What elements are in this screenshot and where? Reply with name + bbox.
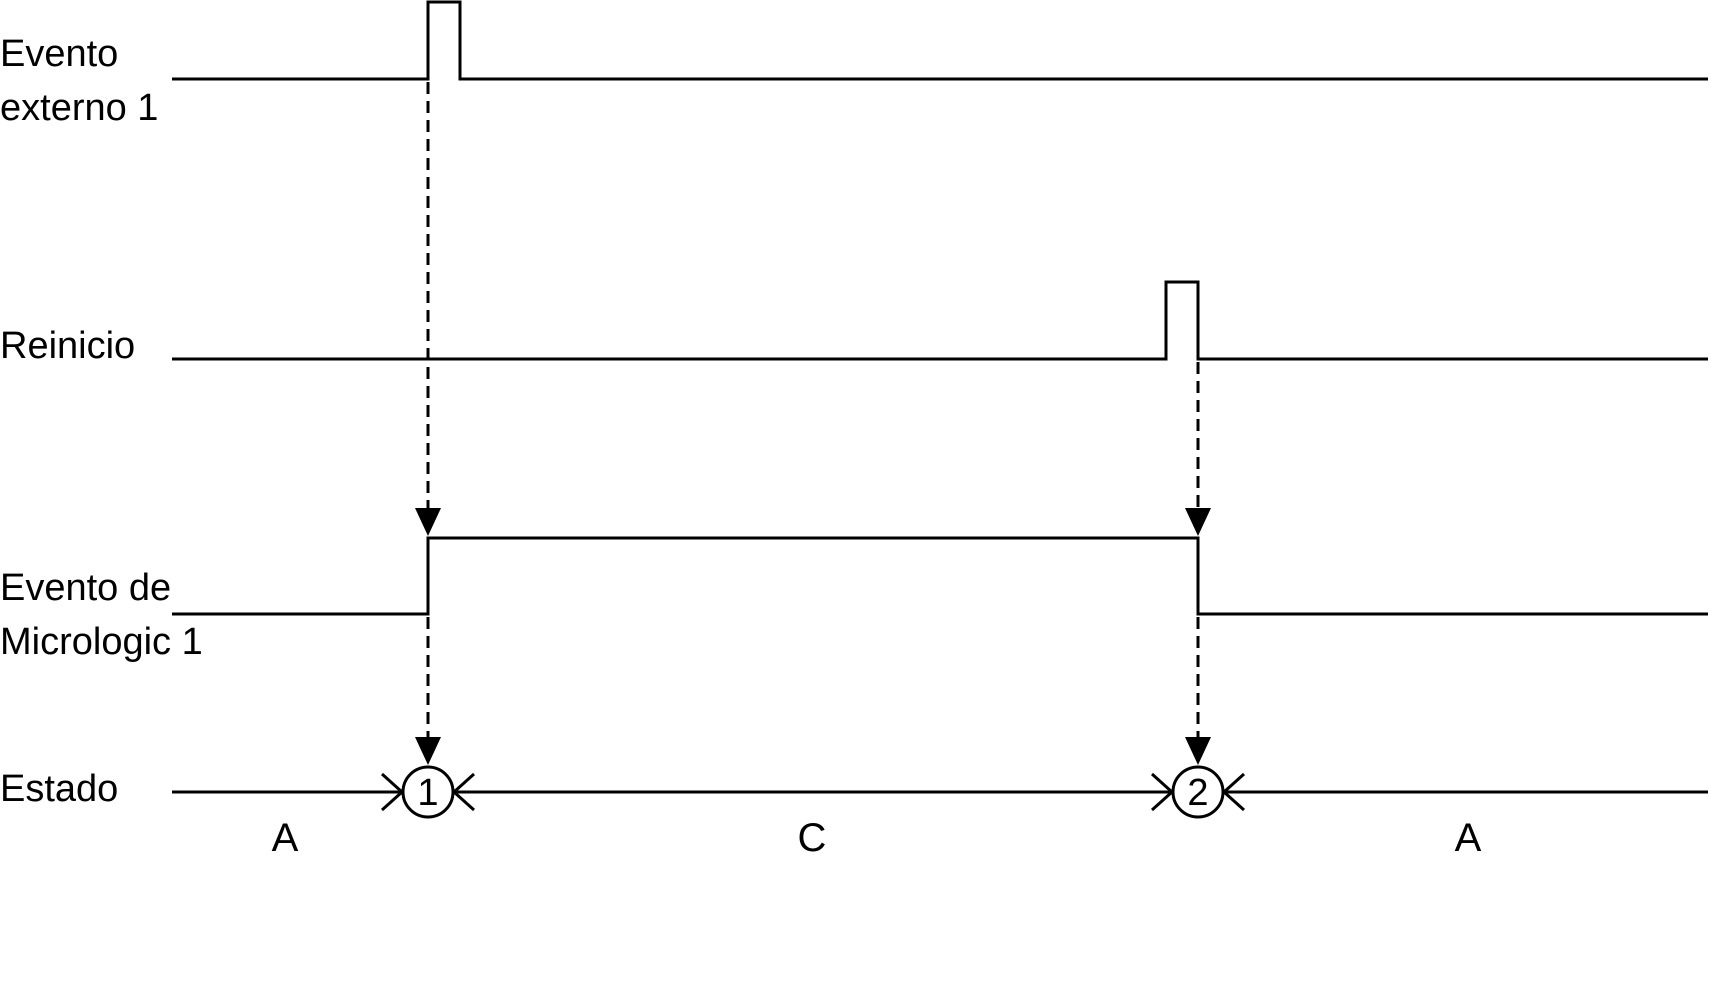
state-label-final: A — [1455, 816, 1482, 860]
event-marker-2: 2 — [1171, 765, 1225, 819]
waveform-reset — [172, 280, 1708, 361]
marker-number: 2 — [1187, 772, 1208, 814]
signal-label-line: Reinicio — [0, 325, 135, 367]
waveform-micrologic-event — [172, 536, 1708, 616]
arrow-head-down — [1185, 737, 1211, 765]
marker-number: 1 — [417, 772, 438, 814]
state-label-middle: C — [798, 816, 827, 860]
event-marker-1: 1 — [401, 765, 455, 819]
marker-circle — [1171, 765, 1225, 819]
signal-label-line: Evento — [0, 33, 118, 75]
arrow-head-down — [1185, 508, 1211, 536]
signal-label-state: Estado — [0, 768, 118, 810]
arrow-head-down — [415, 508, 441, 536]
state-label-initial: A — [272, 816, 299, 860]
signal-label-line: Micrologic 1 — [0, 621, 203, 663]
waveform-external-event — [172, 0, 1708, 81]
signal-label-line: Evento de — [0, 567, 171, 609]
signal-label-line: Estado — [0, 768, 118, 810]
signal-label-external-event: Evento externo 1 — [0, 33, 158, 129]
signal-label-line: externo 1 — [0, 87, 158, 129]
signal-label-reset: Reinicio — [0, 325, 135, 367]
marker-circle — [401, 765, 455, 819]
signal-label-micrologic-event: Evento de Micrologic 1 — [0, 567, 203, 663]
arrow-head-down — [415, 737, 441, 765]
